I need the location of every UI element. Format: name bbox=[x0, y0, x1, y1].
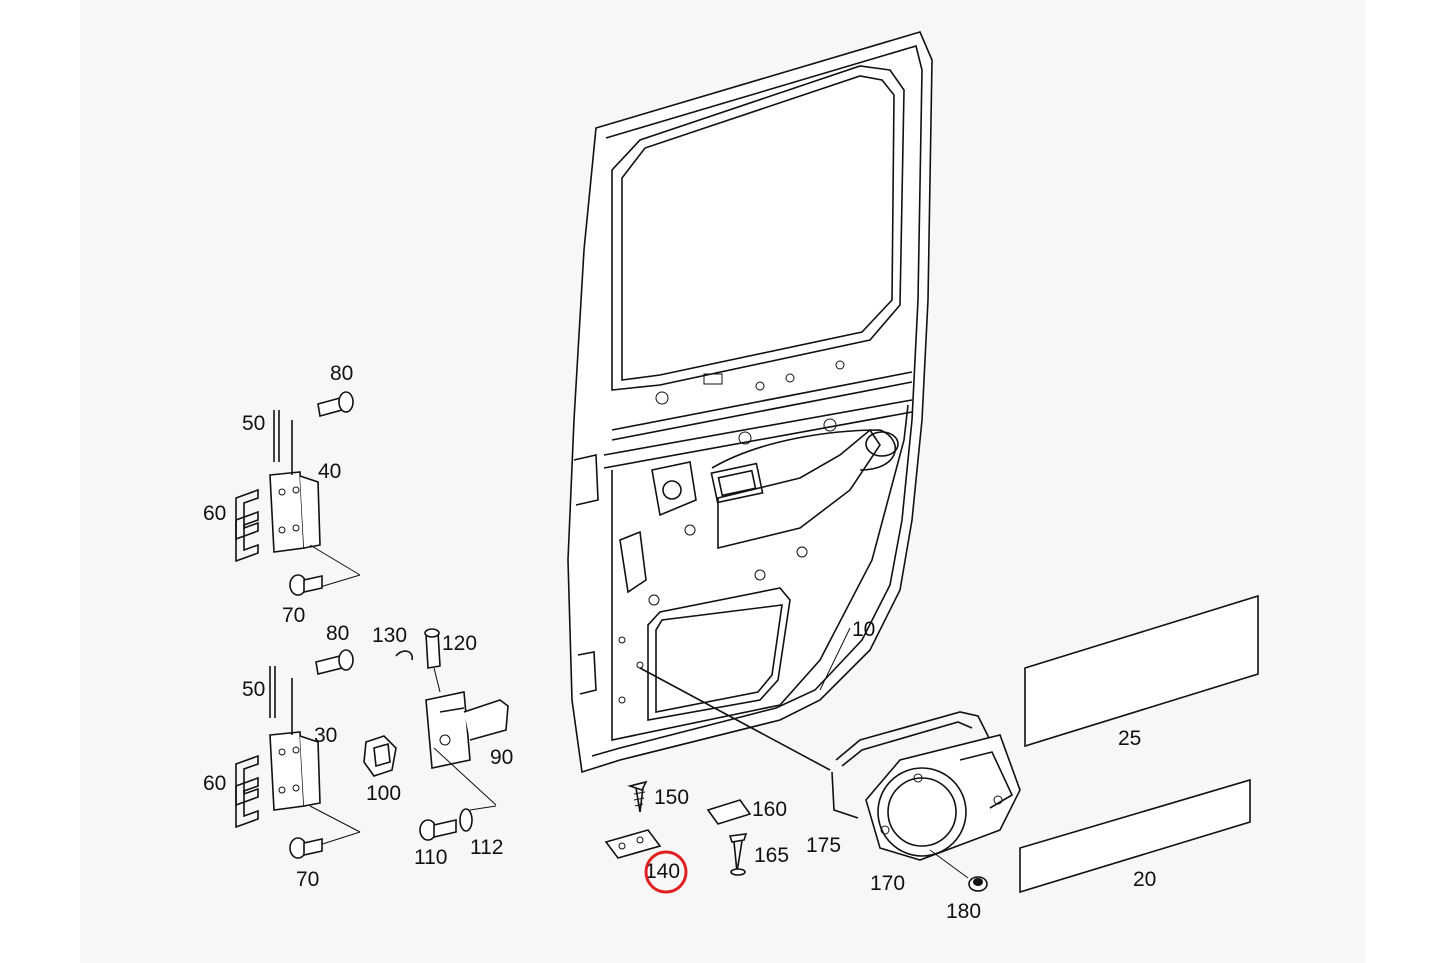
label-80-lower[interactable]: 80 bbox=[326, 622, 349, 645]
label-60-upper[interactable]: 60 bbox=[203, 502, 226, 525]
label-25[interactable]: 25 bbox=[1118, 727, 1141, 750]
door-shell[interactable] bbox=[567, 31, 933, 774]
leader-112 bbox=[469, 805, 497, 811]
bolt-110[interactable] bbox=[419, 818, 457, 841]
leader-10 bbox=[819, 627, 851, 691]
lower-hinge[interactable] bbox=[269, 666, 361, 849]
label-120[interactable]: 120 bbox=[442, 632, 477, 655]
door-check-90[interactable] bbox=[425, 691, 509, 806]
label-175[interactable]: 175 bbox=[806, 834, 841, 857]
label-70-lower[interactable]: 70 bbox=[296, 868, 319, 891]
bolt-70-lower[interactable] bbox=[289, 837, 323, 859]
label-50-lower[interactable]: 50 bbox=[242, 678, 265, 701]
label-40[interactable]: 40 bbox=[318, 460, 341, 483]
window-regulator[interactable] bbox=[639, 667, 1021, 861]
panel-20[interactable] bbox=[1019, 778, 1251, 894]
upper-hinge[interactable] bbox=[269, 410, 361, 591]
shim-60-upper[interactable] bbox=[235, 488, 259, 563]
screw-80-upper[interactable] bbox=[317, 391, 354, 418]
label-90[interactable]: 90 bbox=[490, 746, 513, 769]
screw-150[interactable] bbox=[627, 780, 648, 813]
label-165[interactable]: 165 bbox=[754, 844, 789, 867]
label-130[interactable]: 130 bbox=[372, 624, 407, 647]
nut-180[interactable] bbox=[968, 876, 988, 892]
label-30[interactable]: 30 bbox=[314, 724, 337, 747]
bolt-165[interactable] bbox=[728, 833, 748, 876]
label-10[interactable]: 10 bbox=[852, 618, 875, 641]
pin-120[interactable] bbox=[424, 628, 441, 693]
bolt-70-upper[interactable] bbox=[289, 574, 323, 596]
clip-130[interactable] bbox=[395, 650, 413, 661]
washer-112[interactable] bbox=[459, 808, 473, 832]
label-160[interactable]: 160 bbox=[752, 798, 787, 821]
label-100[interactable]: 100 bbox=[366, 782, 401, 805]
bumper-100[interactable] bbox=[363, 735, 397, 777]
panel-25[interactable] bbox=[1024, 594, 1259, 748]
label-170[interactable]: 170 bbox=[870, 872, 905, 895]
leader-180 bbox=[929, 849, 969, 879]
label-20[interactable]: 20 bbox=[1133, 868, 1156, 891]
label-140[interactable]: 140 bbox=[645, 860, 680, 883]
label-112[interactable]: 112 bbox=[470, 836, 503, 859]
plate-160[interactable] bbox=[706, 799, 752, 825]
label-180[interactable]: 180 bbox=[946, 900, 981, 923]
shim-60-lower[interactable] bbox=[235, 754, 259, 829]
label-80-upper[interactable]: 80 bbox=[330, 362, 353, 385]
label-70-upper[interactable]: 70 bbox=[282, 604, 305, 627]
label-150[interactable]: 150 bbox=[654, 786, 689, 809]
plate-140[interactable] bbox=[604, 829, 662, 859]
screw-80-lower[interactable] bbox=[315, 649, 354, 675]
highlight-circle bbox=[644, 850, 688, 894]
label-50-upper[interactable]: 50 bbox=[242, 412, 265, 435]
label-110[interactable]: 110 bbox=[414, 846, 447, 869]
label-60-lower[interactable]: 60 bbox=[203, 772, 226, 795]
